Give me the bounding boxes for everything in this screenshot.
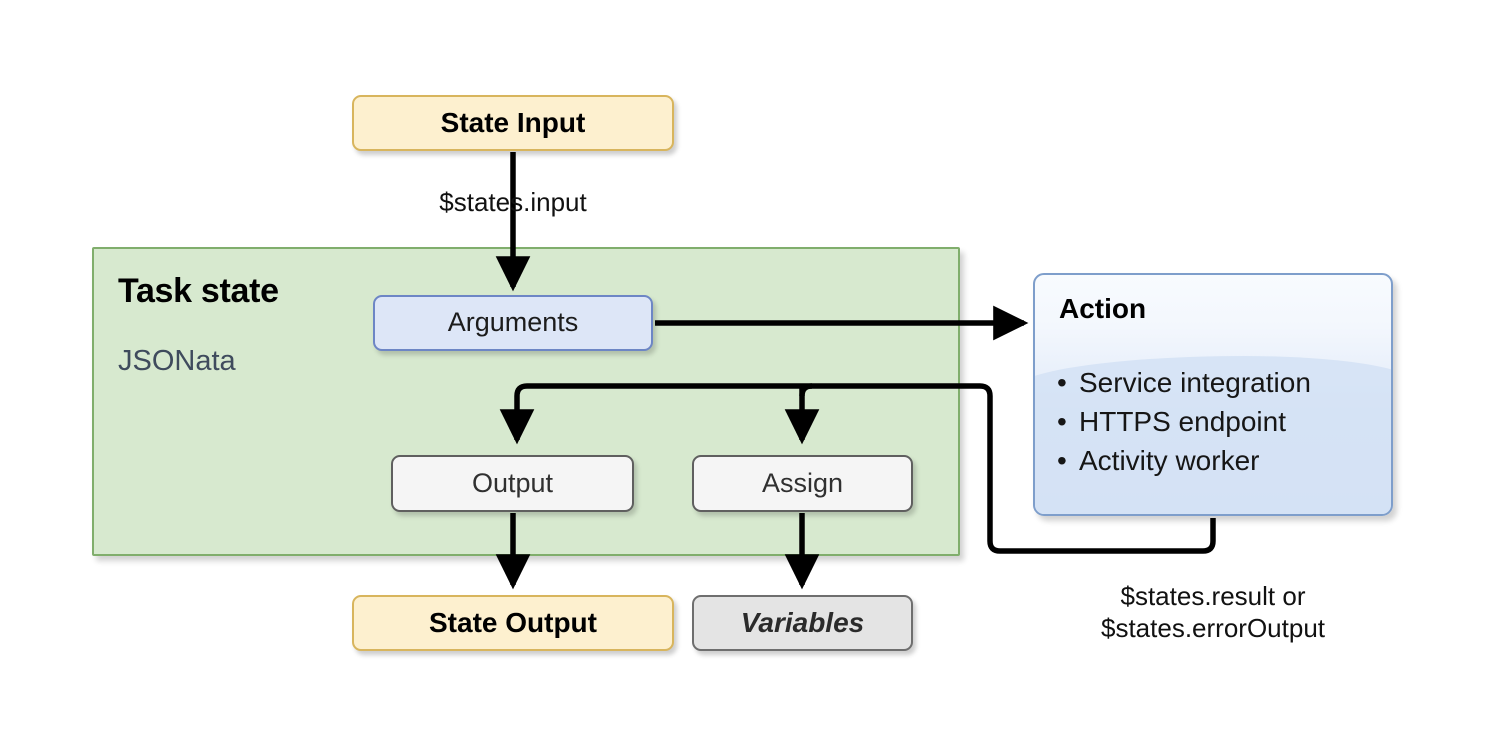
arguments-box[interactable]: Arguments [373, 295, 653, 351]
assign-box[interactable]: Assign [692, 455, 913, 512]
edge-label-states-input: $states.input [439, 187, 587, 217]
task-state-subtitle: JSONata [118, 345, 236, 377]
state-output-box[interactable]: State Output [352, 595, 674, 651]
action-item: Service integration [1057, 363, 1311, 402]
output-box[interactable]: Output [391, 455, 634, 512]
action-item: HTTPS endpoint [1057, 402, 1311, 441]
variables-box[interactable]: Variables [692, 595, 913, 651]
action-item-list: Service integration HTTPS endpoint Activ… [1057, 363, 1311, 480]
action-item: Activity worker [1057, 441, 1311, 480]
state-input-box[interactable]: State Input [352, 95, 674, 151]
state-input-label: State Input [440, 106, 586, 138]
task-state-title: Task state [118, 272, 279, 310]
variables-label: Variables [740, 606, 865, 638]
action-panel: Action Service integration HTTPS endpoin… [1033, 273, 1393, 516]
action-title: Action [1059, 293, 1147, 324]
assign-label: Assign [761, 467, 844, 498]
arguments-label: Arguments [447, 307, 579, 338]
output-label: Output [471, 467, 554, 498]
state-output-label: State Output [429, 606, 597, 638]
edge-label-states-result: $states.result or $states.errorOutput [1101, 581, 1325, 643]
